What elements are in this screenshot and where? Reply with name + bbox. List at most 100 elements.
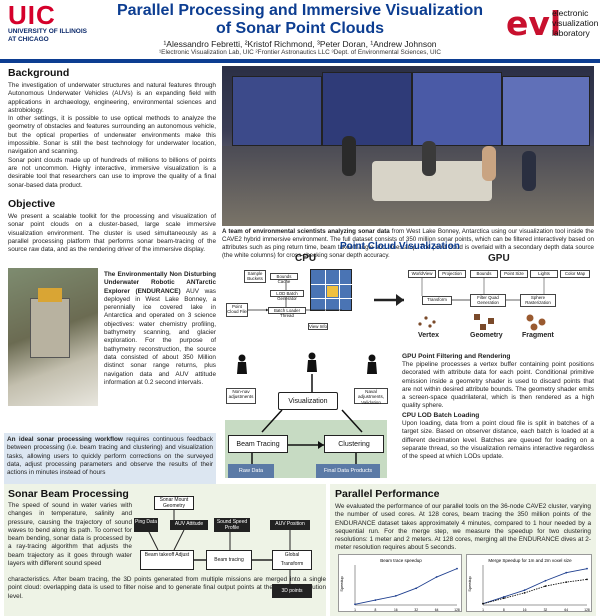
vertex-stage-label: Vertex xyxy=(418,332,440,339)
title-line2: of Sonar Point Clouds xyxy=(216,20,384,37)
filter-quad-box: Filter Quad Generation xyxy=(470,294,506,307)
view-info-box: View Info xyxy=(308,323,328,330)
background-p1: The investigation of underwater structur… xyxy=(8,82,216,114)
series-line xyxy=(354,568,458,605)
gpu-arrows xyxy=(418,278,546,331)
beam-tracing-box: Beam Tracing xyxy=(228,435,288,453)
lod-body: Upon loading, data from a point cloud fi… xyxy=(402,420,594,461)
gpu-diagram: WorldView Projection Bounds Point Size L… xyxy=(408,266,594,346)
evl-line2: visualization xyxy=(552,18,599,28)
merge-speedup-chart-svg: Merge Speedup for 1m and 2m voxel sizeSp… xyxy=(468,558,590,612)
affiliations: ¹Electronic Visualization Lab, UIC ²Fron… xyxy=(159,49,441,56)
screen-panel xyxy=(502,76,590,146)
clustering-box: Clustering xyxy=(324,435,384,453)
x-tick-label: 8 xyxy=(503,608,505,612)
poster-header: UIC UNIVERSITY OF ILLINOIS AT CHICAGO Pa… xyxy=(0,0,600,58)
raw-data-box: Raw Data xyxy=(228,464,274,478)
points-3d-box: 3D points xyxy=(272,584,312,598)
series-line xyxy=(482,578,588,605)
sonar-p2: characteristics. After beam tracing, the… xyxy=(8,576,326,600)
data-point xyxy=(586,567,588,570)
evl-logo-words: electronic visualization laboratory xyxy=(552,8,598,38)
uic-logo: UIC UNIVERSITY OF ILLINOIS AT CHICAGO xyxy=(8,2,88,44)
x-tick-label: 128 xyxy=(584,608,590,612)
photo-caption: A team of environmental scientists analy… xyxy=(222,228,594,260)
sonar-text: The speed of sound in water varies with … xyxy=(8,502,132,568)
cpu-gpu-arrow xyxy=(374,294,404,306)
beam-tracing-step-box: Beam tracing xyxy=(206,550,252,570)
data-point xyxy=(502,596,505,598)
gpu-label: GPU xyxy=(488,253,510,264)
transform-box: Transform xyxy=(422,296,452,305)
bounds-cache-box: Bounds Cache xyxy=(270,273,298,284)
nav-adjustments-box: Naval adjustments, Validation xyxy=(354,388,388,405)
screen-panel xyxy=(412,72,502,146)
perf-heading: Parallel Performance xyxy=(335,488,440,500)
x-tick-label: 64 xyxy=(435,608,439,612)
pcv-heading: Point Cloud Visualization xyxy=(340,241,460,252)
lod-heading: CPU LOD Batch Loading xyxy=(402,412,480,419)
person-shape xyxy=(522,151,536,191)
objective-section: Objective We present a scalable toolkit … xyxy=(8,198,216,254)
gpu-filter-heading: GPU Point Filtering and Rendering xyxy=(402,353,511,360)
fragment-stage-label: Fragment xyxy=(522,332,554,339)
person-shape xyxy=(422,141,436,176)
sonar-heading: Sonar Beam Processing xyxy=(8,488,129,500)
series-line xyxy=(482,568,588,605)
evl-logo-text: evl xyxy=(506,4,562,43)
gpu-filter-body: The pipeline processes a vertex buffer c… xyxy=(402,361,594,410)
data-point xyxy=(394,595,397,597)
projection-box: Projection xyxy=(438,270,466,278)
x-tick-label: 16 xyxy=(394,608,398,612)
point-cloud-file-box: Point Cloud File xyxy=(226,303,248,317)
data-point xyxy=(586,578,588,581)
final-products-box: Final Data Products xyxy=(316,464,380,478)
auv-top xyxy=(38,288,62,302)
y-axis-label: Speedup xyxy=(468,576,472,591)
bounds-box: Bounds xyxy=(470,270,498,278)
uic-logo-line2: AT CHICAGO xyxy=(8,36,49,43)
person-shape xyxy=(342,136,356,176)
lod-batch-generator-box: LOD Batch Generator xyxy=(270,290,304,301)
point-size-box: Point Size xyxy=(500,270,528,278)
background-p2: In other settings, it is possible to use… xyxy=(8,115,216,156)
sonar-text2: characteristics. After beam tracing, the… xyxy=(8,576,326,601)
data-point xyxy=(565,571,568,574)
cpu-label: CPU xyxy=(295,253,317,264)
perf-body: We evaluated the performance of our para… xyxy=(335,503,591,552)
lod-grid-icon xyxy=(310,269,353,312)
chart-title: Beam trace speedup xyxy=(380,558,422,563)
person-shape xyxy=(482,146,496,181)
workflow-arrows xyxy=(237,352,377,464)
beam-takeoff-box: Beam takeoff Adjust xyxy=(140,550,194,570)
perf-section: Parallel Performance We evaluated the pe… xyxy=(335,488,591,553)
x-tick-label: 1 xyxy=(482,608,484,612)
data-point xyxy=(523,591,526,594)
x-tick-label: 1 xyxy=(354,608,356,612)
data-point xyxy=(544,579,547,582)
background-p3: Sonar point clouds made up of hundreds o… xyxy=(8,156,216,189)
cpu-diagram: Sample Buckets Bounds Cache LOD Batch Ge… xyxy=(222,263,372,333)
x-tick-label: 128 xyxy=(454,608,460,612)
ping-data-box: Ping Data xyxy=(134,518,158,532)
chart-title: Merge Speedup for 1m and 2m voxel size xyxy=(488,558,572,563)
sonar-heading-wrap: Sonar Beam Processing xyxy=(8,488,326,503)
uic-logo-text: UIC xyxy=(8,0,56,30)
x-tick-label: 32 xyxy=(544,608,548,612)
x-tick-label: 16 xyxy=(523,608,527,612)
gpu-filter-section: GPU Point Filtering and Rendering The pi… xyxy=(402,353,594,411)
data-point xyxy=(456,567,458,570)
non-nav-adjustments-box: Non-nav adjustments xyxy=(226,388,256,404)
sample-buckets-box: Sample Buckets xyxy=(244,270,266,283)
uic-logo-line1: UNIVERSITY OF ILLINOIS xyxy=(8,28,87,35)
endurance-bold: The Environmentally Non Disturbing Under… xyxy=(104,271,216,295)
data-point xyxy=(502,597,505,600)
photo-caption-bold: A team of environmental scientists analy… xyxy=(222,228,390,235)
sonar-mount-box: Sonar Mount Geometry xyxy=(154,496,194,510)
x-tick-label: 32 xyxy=(414,608,418,612)
ideal-workflow-box: An ideal sonar processing workflow requi… xyxy=(4,433,216,493)
sonar-arrows xyxy=(147,510,291,584)
photo-caption-body: from West Lake Bonney, Antarctica using … xyxy=(222,228,594,259)
